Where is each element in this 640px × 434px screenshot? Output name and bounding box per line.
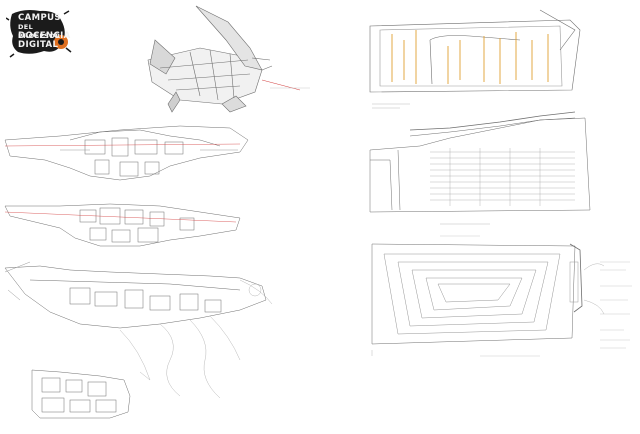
logo-splash xyxy=(6,10,72,58)
logo-line-2: DEL PROFESOR xyxy=(18,23,61,40)
floor-plan-2 xyxy=(4,203,241,247)
floor-plan-1 xyxy=(4,125,249,181)
roof-plan xyxy=(369,9,581,109)
logo-line-4: DIGITAL xyxy=(18,40,59,50)
stadium-plan xyxy=(371,235,632,357)
floor-plan-small xyxy=(31,369,151,419)
logo-line-1: CAMPUS xyxy=(18,13,61,23)
axonometric-model xyxy=(147,5,310,113)
logo-line-3: DOCENCIA xyxy=(18,31,71,41)
site-plan xyxy=(4,261,273,399)
section-drawing xyxy=(369,111,591,225)
campus-logo: CAMPUS DEL PROFESOR DOCENCIA DIGITAL xyxy=(6,6,72,58)
